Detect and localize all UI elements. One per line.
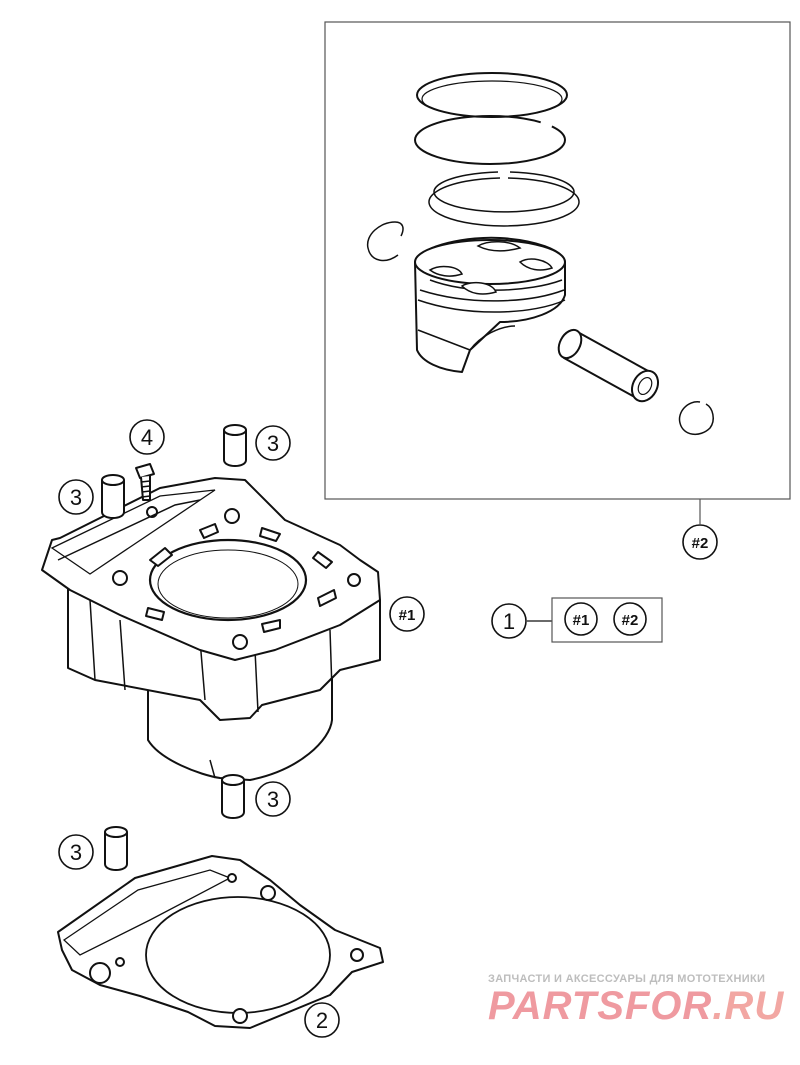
svg-text:#2: #2: [622, 612, 639, 629]
circlip-right: [678, 401, 714, 435]
cylinder: [41, 477, 381, 781]
callout-3-bottom-left: 3: [58, 834, 94, 870]
svg-text:1: 1: [503, 609, 515, 634]
callout-3-bottom-right: 3: [255, 781, 291, 817]
callout-2: 2: [304, 1002, 340, 1038]
piston: [414, 236, 566, 373]
callout-3-top-left: 3: [58, 479, 94, 515]
svg-text:2: 2: [316, 1008, 328, 1033]
circlip-left: [366, 221, 404, 262]
piston-ring-second: [414, 115, 580, 227]
watermark-brand: PARTSFOR.RU: [488, 984, 784, 1029]
dowel-sleeve-bottom-right: [221, 774, 245, 819]
svg-text:#2: #2: [692, 535, 709, 552]
svg-text:3: 3: [267, 787, 279, 812]
watermark-brand-domain: .RU: [712, 984, 785, 1028]
svg-text:#1: #1: [573, 612, 590, 629]
dowel-sleeve-bottom-left: [104, 826, 128, 871]
watermark-brand-main: PARTSFOR: [488, 984, 713, 1028]
callout-3-top-right: 3: [255, 425, 291, 461]
dowel-sleeve-top-right: [223, 424, 247, 467]
svg-text:3: 3: [267, 431, 279, 456]
svg-text:4: 4: [141, 425, 153, 450]
watermark-tagline: ЗАПЧАСТИ И АКСЕССУАРЫ ДЛЯ МОТОТЕХНИКИ: [488, 973, 766, 985]
piston-ring-top: [416, 72, 568, 118]
svg-text:3: 3: [70, 840, 82, 865]
dowel-sleeve-top-left: [101, 474, 125, 519]
svg-text:#1: #1: [399, 607, 416, 624]
kit-legend: #1 #2: [527, 597, 663, 643]
piston-pin: [557, 328, 659, 403]
screw: [135, 463, 155, 501]
callout-kit1-cylinder: #1: [389, 596, 425, 632]
callout-4: 4: [129, 419, 165, 455]
callout-kit2-piston: #2: [682, 524, 718, 560]
callout-1: 1: [491, 603, 527, 639]
svg-text:3: 3: [70, 485, 82, 510]
cylinder-base-gasket: [57, 855, 384, 1029]
piston-kit-box: [324, 21, 791, 524]
